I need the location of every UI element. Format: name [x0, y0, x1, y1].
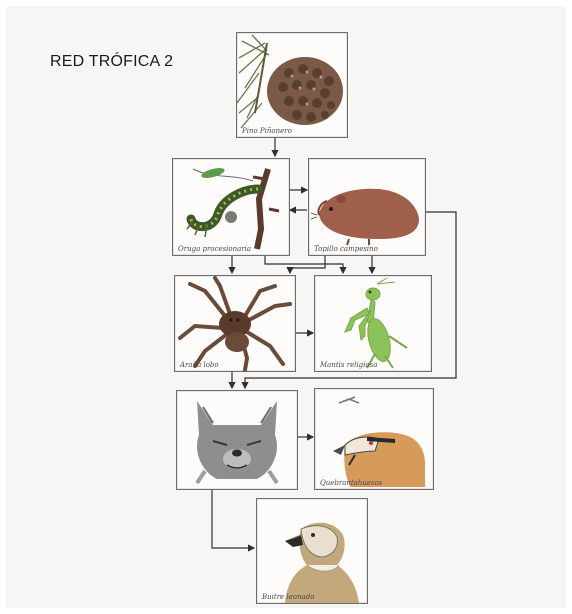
node-label: Topillo campesino — [314, 245, 378, 253]
node-pino-pinonero: Pino Piñonero — [236, 32, 348, 138]
bearded-vulture-icon — [315, 389, 433, 489]
node-label: Mantis religiosa — [320, 361, 377, 369]
node-buitre-leonado: Buitre leonado — [256, 498, 368, 604]
pine-cone-icon — [237, 33, 347, 137]
node-label: Quebrantahuesos — [320, 479, 382, 487]
mantis-icon — [315, 276, 431, 371]
node-topillo-campesino: Topillo campesino — [308, 158, 426, 256]
wolf-icon — [177, 391, 297, 489]
node-mantis-religiosa: Mantis religiosa — [314, 275, 432, 372]
caterpillar-icon — [173, 159, 289, 255]
node-label: Pino Piñonero — [242, 127, 292, 135]
wolf-spider-icon — [175, 276, 295, 371]
node-quebrantahuesos: Quebrantahuesos — [314, 388, 434, 490]
node-label: Araña lobo — [180, 361, 219, 369]
node-lobo — [176, 390, 298, 490]
node-label: Oruga procesionaria — [178, 245, 251, 253]
node-oruga-procesionaria: Oruga procesionaria — [172, 158, 290, 256]
diagram-title: RED TRÓFICA 2 — [50, 53, 173, 71]
node-label: Buitre leonado — [262, 593, 314, 601]
vole-icon — [309, 159, 425, 255]
griffon-vulture-icon — [257, 499, 367, 603]
node-arana-lobo: Araña lobo — [174, 275, 296, 372]
